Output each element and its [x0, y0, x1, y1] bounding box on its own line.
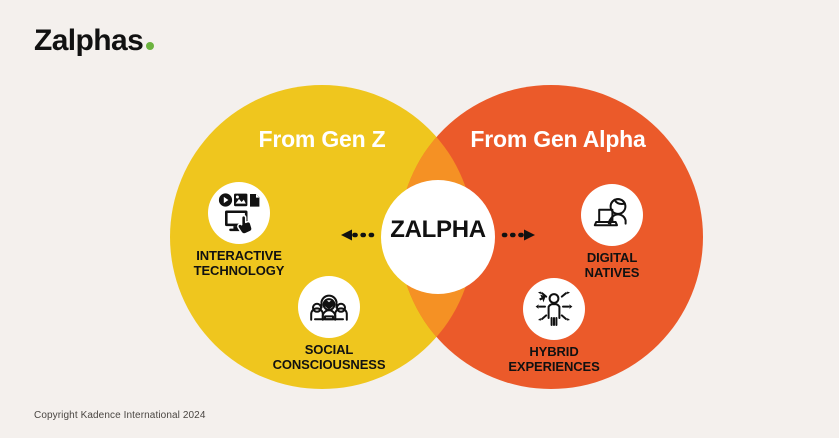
copyright-footer: Copyright Kadence International 2024	[34, 410, 206, 421]
node-label-social-consciousness: SOCIAL CONSCIOUSNESS	[254, 342, 404, 372]
label-line-2: EXPERIENCES	[508, 358, 600, 374]
node-digital-natives[interactable]: DIGITAL NATIVES	[537, 184, 687, 280]
label-line-1: DIGITAL	[586, 250, 638, 265]
label-line-2: TECHNOLOGY	[193, 262, 285, 278]
venn-circle-right	[399, 85, 703, 389]
brand-name: Zalphas	[34, 24, 144, 57]
venn-center-circle	[381, 180, 495, 294]
arrow-left-icon	[341, 229, 375, 241]
venn-center-label: ZALPHA	[390, 216, 486, 243]
label-line-2: CONSCIOUSNESS	[272, 356, 386, 372]
label-line-1: INTERACTIVE	[196, 248, 282, 263]
label-line-1: SOCIAL	[304, 342, 354, 357]
venn-title-right: From Gen Alpha	[470, 126, 646, 152]
label-line-1: HYBRID	[529, 344, 579, 359]
venn-title-left: From Gen Z	[258, 126, 386, 152]
person-laptop-icon	[593, 198, 627, 227]
badge-digital-natives	[581, 184, 643, 246]
node-social-consciousness[interactable]: SOCIAL CONSCIOUSNESS	[254, 276, 404, 372]
venn-circle-left	[170, 85, 474, 389]
node-interactive-technology[interactable]: INTERACTIVE TECHNOLOGY	[164, 182, 314, 278]
brand-dot-icon	[146, 42, 155, 50]
node-label-hybrid-experiences: HYBRID EXPERIENCES	[479, 344, 629, 374]
node-label-digital-natives: DIGITAL NATIVES	[537, 250, 687, 280]
badge-interactive-technology	[208, 182, 270, 244]
interactive-media-screen-icon	[218, 193, 260, 235]
brand-logo: Zalphas	[34, 24, 155, 57]
label-line-2: NATIVES	[584, 264, 640, 280]
arrow-right-icon	[501, 229, 535, 241]
node-hybrid-experiences[interactable]: HYBRID EXPERIENCES	[479, 278, 629, 374]
person-arrows-icon	[535, 291, 573, 326]
people-heart-icon	[310, 294, 348, 321]
node-label-interactive-technology: INTERACTIVE TECHNOLOGY	[164, 248, 314, 278]
badge-social-consciousness	[298, 276, 360, 338]
badge-hybrid-experiences	[523, 278, 585, 340]
